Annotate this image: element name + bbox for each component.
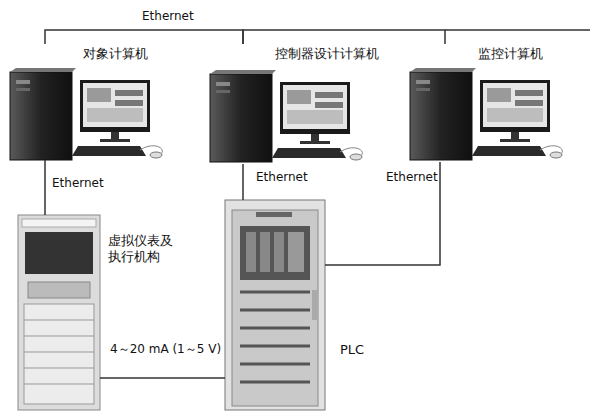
connector-line [44,160,46,215]
drawer-panel [24,304,94,404]
link-label: Ethernet [386,170,438,184]
equipment-node: 对象计算机 [10,44,160,160]
plc-module [288,232,304,272]
connector-line [45,30,243,44]
plc-module [260,232,270,272]
terminal-row [240,345,310,348]
ethernet-link [325,162,440,265]
node-label: 控制器设计计算机 [275,46,395,62]
plc-module [274,232,284,272]
equipment-node: 监控计算机 [410,44,575,162]
node-label: PLC [340,342,380,358]
bus-extension [445,29,590,31]
drawer-line [24,336,94,337]
equipment-node: PLC [225,200,325,410]
instrument-panel [28,282,90,298]
terminal-row [240,327,310,330]
link-label: Ethernet [142,9,194,23]
ethernet-link [45,160,46,215]
terminal-row [240,363,310,366]
link-label: Ethernet [52,176,104,190]
drawer-line [24,352,94,353]
equipment-node: 虚拟仪表及执行机构 [18,215,100,410]
monitor-computer [410,68,562,160]
ethernet-link [243,164,244,200]
object-computer [10,68,162,160]
terminal-row [240,309,310,312]
plc-nameplate [256,212,292,217]
ethernet-link [45,30,243,44]
connector-line [242,164,244,200]
drawer-line [24,320,94,321]
connector-line [243,30,445,44]
plc-rack [240,226,310,280]
link-label: 4～20 mA (1～5 V) [110,342,221,356]
node-label: 对象计算机 [83,46,173,62]
ethernet-link [243,30,445,44]
cabinet-body [18,215,100,410]
link-label: Ethernet [256,170,308,184]
node-label: 监控计算机 [478,46,568,62]
drawer-line [24,368,94,369]
plc-door [232,210,318,406]
plc-module [246,232,256,272]
ethernet-link [100,378,225,379]
door-handle [312,290,318,320]
plc-cabinet [225,200,325,410]
terminal-row [240,291,310,294]
drawer-line [24,384,94,385]
cabinet-strip [22,219,96,227]
connector-line [100,377,225,379]
connector-line [325,162,440,265]
equipment-node: 控制器设计计算机 [205,44,365,164]
terminal-row [240,381,310,384]
design-computer [210,70,362,162]
node-label: 虚拟仪表及执行机构 [108,233,176,265]
cabinet-screen [25,232,93,274]
